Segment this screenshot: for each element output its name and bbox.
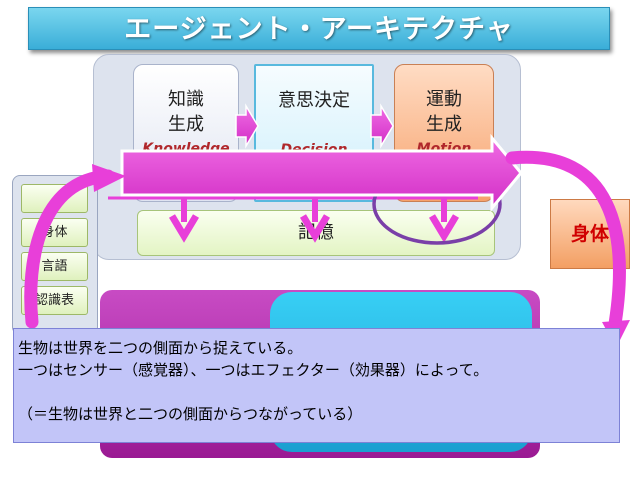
knowledge-label-line2: 生成 <box>168 114 204 135</box>
decision-label: 意思決定 <box>278 90 350 111</box>
note-line-1: 生物は世界を二つの側面から捉えている。 <box>18 339 303 357</box>
note-line-2: 一つはセンサー（感覚器）、一つはエフェクター（効果器）によって。 <box>18 361 489 379</box>
big-right-arrow <box>120 133 523 213</box>
right-curved-arrow <box>505 150 626 337</box>
arrow-decision-to-motion <box>370 103 394 149</box>
note-line-4: （＝生物は世界と二つの側面からつながっている） <box>18 405 363 423</box>
left-curved-arrow <box>24 169 115 329</box>
down-arrow-3 <box>428 198 460 243</box>
motion-label-line1: 運動 <box>426 89 462 110</box>
arrow-knowledge-to-decision <box>235 103 259 149</box>
left-curved-arrow-head <box>92 164 126 192</box>
knowledge-label-line1: 知識 <box>168 89 204 110</box>
explanation-note: 生物は世界を二つの側面から捉えている。 一つはセンサー（感覚器）、一つはエフェク… <box>13 328 620 443</box>
page-title: エージェント・アーキテクチャ <box>28 7 610 50</box>
down-arrow-1 <box>168 198 200 243</box>
down-arrow-2 <box>299 198 331 243</box>
motion-label-line2: 生成 <box>426 114 462 135</box>
note-line-3 <box>18 381 619 403</box>
